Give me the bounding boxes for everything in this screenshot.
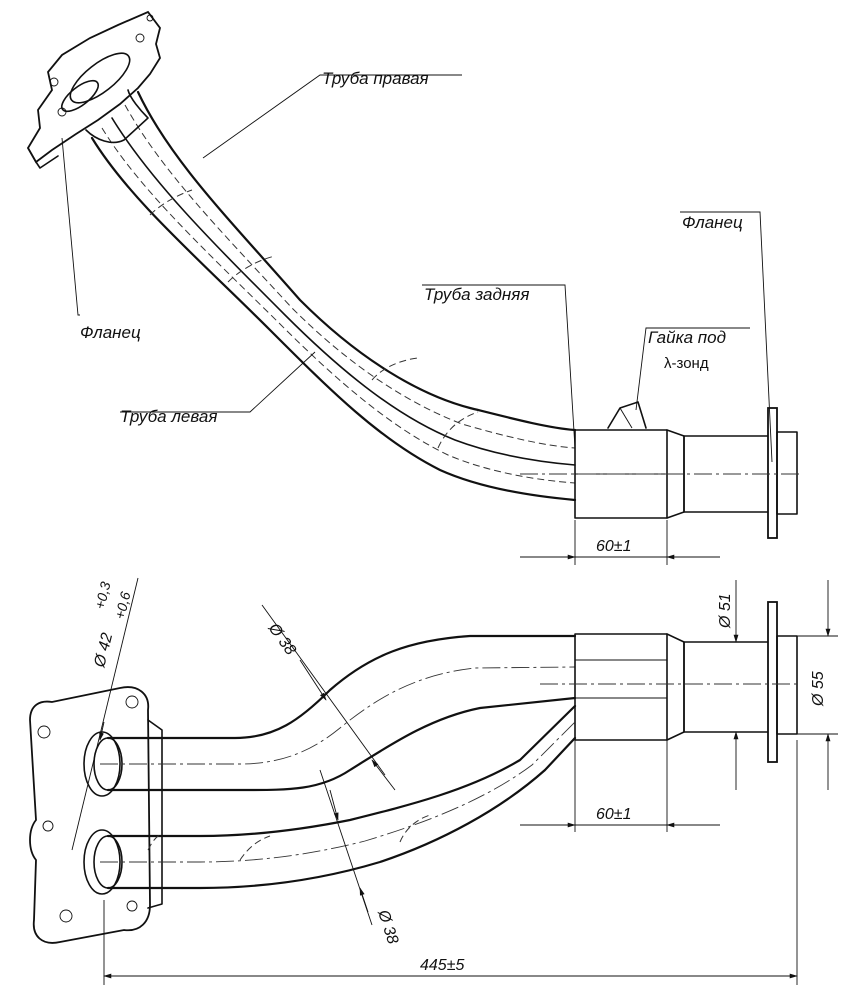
label-nut-sensor: λ-зонд (664, 355, 709, 372)
label-pipe-left: Труба левая (120, 407, 217, 426)
dim-overall-length: 445±5 (420, 957, 464, 974)
rear-pipe (520, 401, 800, 539)
dim-inlet-tol-lower: +0,3 (91, 580, 113, 611)
dim-inlet-tol-upper: +0,6 (111, 590, 133, 621)
dimension-dia-38-upper: Ø 38 (261, 604, 396, 791)
dim-pipe-lower-dia: Ø 38 (374, 907, 401, 946)
label-nut: Гайка под (648, 328, 726, 347)
dimension-bottom-60: 60±1 (520, 740, 720, 832)
dimension-top-60: 60±1 (520, 520, 720, 565)
dim-pipe-upper-dia: Ø 38 (264, 620, 299, 659)
lower-view-outlet (540, 601, 800, 763)
dimension-dia-55: Ø 55 (797, 580, 838, 790)
bottom-view: Ø 42 +0,6 +0,3 Ø 38 Ø 38 Ø 51 (29, 577, 838, 985)
dimension-overall-445: 445±5 (103, 740, 798, 985)
lower-view-upper-pipe (83, 634, 577, 797)
label-pipe-right: Труба правая (322, 69, 429, 88)
dim-bottom-length: 60±1 (596, 806, 631, 823)
label-pipe-rear: Труба задняя (424, 285, 529, 304)
pipe-right-body (85, 89, 577, 502)
label-flange-left: Фланец (80, 323, 141, 342)
dim-outlet-outer-dia: Ø 55 (810, 671, 827, 707)
dim-inlet-dia: Ø 42 (91, 631, 116, 670)
dim-top-length: 60±1 (596, 538, 631, 555)
dimension-dia-51: Ø 51 (684, 580, 745, 790)
top-view-labels: Труба правая Фланец Труба левая Труба за… (61, 69, 773, 463)
lower-view-lower-pipe (83, 704, 577, 895)
dim-outlet-inner-dia: Ø 51 (717, 593, 734, 629)
upper-flange (26, 10, 161, 169)
lower-flange-plate (29, 686, 163, 944)
top-view: Труба правая Фланец Труба левая Труба за… (26, 10, 800, 565)
label-flange-right: Фланец (682, 213, 743, 232)
